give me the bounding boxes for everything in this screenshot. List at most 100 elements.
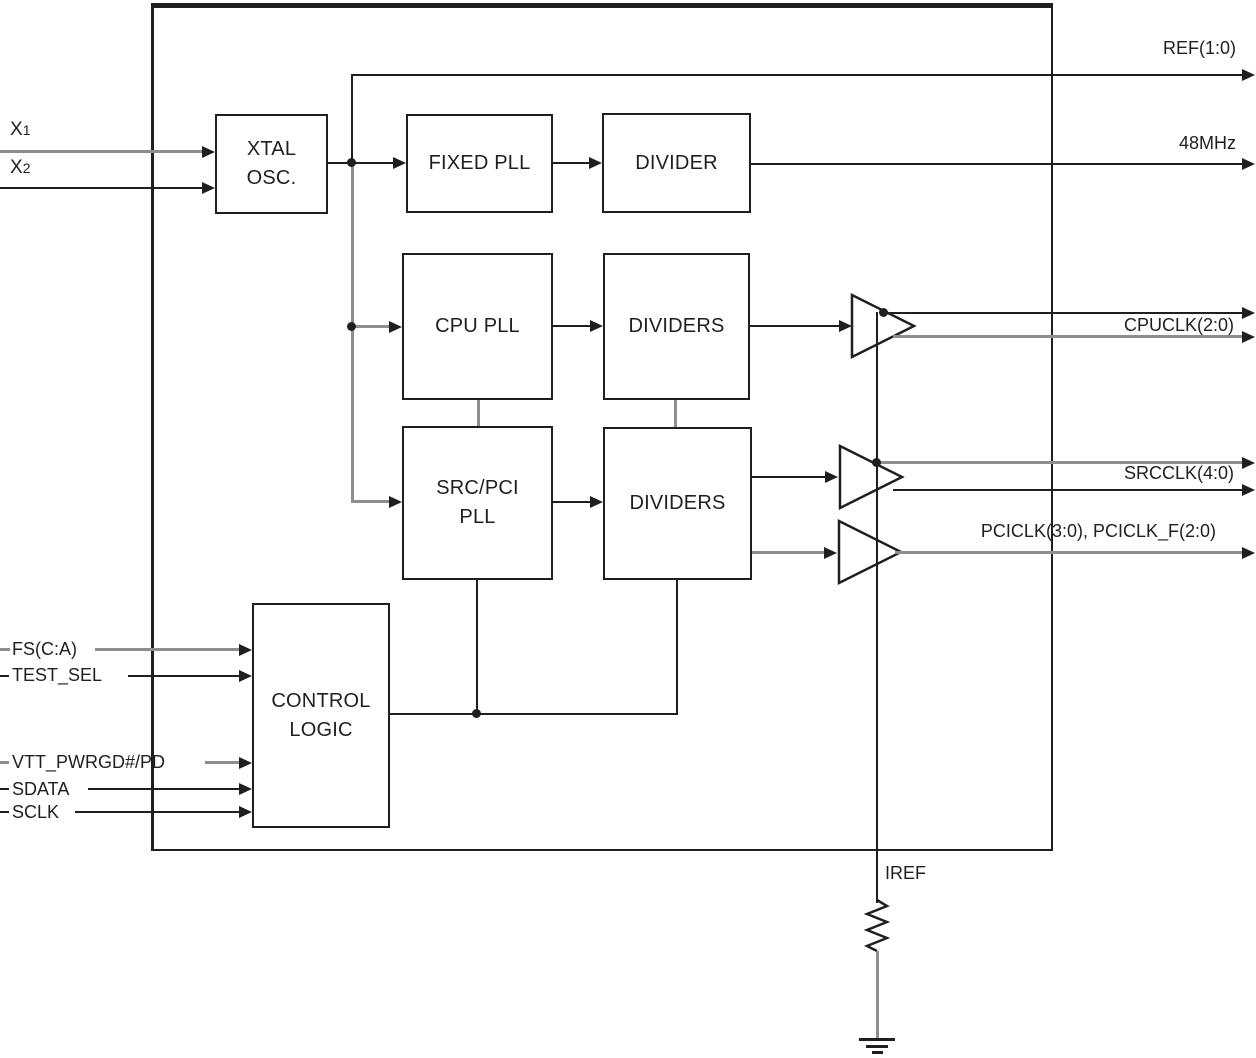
arrowhead-x2 [202, 182, 215, 194]
block-cpu-dividers-label: DIVIDERS [628, 315, 725, 337]
arrowhead-testsel [239, 670, 252, 682]
wire-48mhz [751, 163, 1242, 165]
arrowhead-srcpll-in [389, 496, 402, 508]
arrowhead-fixed-pll-in [393, 157, 406, 169]
arrowhead-sdata [239, 783, 252, 795]
arrowhead-ref [1242, 69, 1255, 81]
arrowhead-x1 [202, 146, 215, 158]
block-cpu-pll-label: CPU PLL [435, 315, 520, 337]
cpu-buffer-icon [850, 292, 917, 360]
arrowhead-cpuclk-lower [1242, 331, 1255, 343]
block-src-pci-pll: SRC/PCI PLL [402, 426, 553, 580]
label-test-sel: TEST_SEL [12, 665, 103, 685]
wire-xtal-out [327, 162, 393, 164]
pci-buffer-icon [837, 518, 904, 586]
arrowhead-srcclk-upper [1242, 457, 1255, 469]
arrowhead-cpuclk-upper [1242, 307, 1255, 319]
arrowhead-pcibuf-in [824, 547, 837, 559]
iref-resistor-icon [863, 898, 891, 953]
wire-dividers-cpubuf [750, 325, 839, 327]
junction-control-out [472, 709, 481, 718]
wire-dividers-srcbuf [752, 476, 825, 478]
arrowhead-fs [239, 644, 252, 656]
block-src-pci-pll-line1: SRC/PCI [436, 477, 519, 499]
arrowhead-divider-in [589, 157, 602, 169]
arrowhead-cpubuf-in [839, 320, 852, 332]
arrowhead-48mhz [1242, 158, 1255, 170]
block-src-dividers: DIVIDERS [603, 427, 752, 580]
block-xtal-osc-line2: OSC. [246, 167, 297, 189]
wire-x1 [0, 150, 202, 153]
wire-pciclk [895, 551, 1242, 554]
block-xtal-osc-line1: XTAL [246, 138, 297, 160]
label-iref: IREF [885, 863, 927, 883]
wire-fs [95, 648, 239, 651]
wire-trunk-cpupll [352, 325, 389, 328]
wire-vtt [205, 761, 239, 764]
label-x1: X1 [10, 119, 31, 140]
label-pciclk: PCICLK(3:0), PCICLK_F(2:0) [980, 521, 1216, 541]
stub-vtt [0, 761, 9, 764]
block-divider-label: DIVIDER [635, 151, 718, 174]
block-xtal-osc: XTAL OSC. [215, 114, 328, 214]
wire-dividers-pcibuf [752, 551, 824, 554]
wire-buffer-chain-iref [876, 312, 878, 903]
arrowhead-src-dividers-in [590, 496, 603, 508]
wire-srcpll-dividers [553, 501, 590, 503]
conn-control-srcpll [476, 579, 478, 715]
arrowhead-srcclk-lower [1242, 484, 1255, 496]
label-sclk: SCLK [12, 802, 60, 822]
conn-control-dividers [676, 579, 678, 715]
arrowhead-pciclk [1242, 547, 1255, 559]
block-divider: DIVIDER [602, 113, 751, 213]
wire-sclk [75, 811, 239, 813]
arrowhead-sclk [239, 806, 252, 818]
wire-control-out [390, 713, 677, 715]
block-control-logic-line1: CONTROL [271, 689, 371, 712]
chip-boundary [151, 3, 1053, 851]
label-cpuclk: CPUCLK(2:0) [1123, 315, 1234, 335]
wire-testsel [128, 675, 239, 677]
arrowhead-srcbuf-in [825, 471, 838, 483]
block-control-logic-line2: LOGIC [289, 718, 353, 741]
conn-dividers-dividers [674, 399, 677, 428]
wire-fixedpll-divider [553, 162, 589, 164]
label-fs: FS(C:A) [12, 639, 77, 659]
wire-resistor-ground [876, 951, 879, 1039]
label-x2: X2 [10, 157, 31, 178]
wire-srcclk-lower [893, 489, 1242, 491]
wire-sdata [88, 788, 239, 790]
label-ref: REF(1:0) [1162, 38, 1236, 58]
block-src-pci-pll-line2: PLL [459, 506, 496, 528]
label-sdata: SDATA [12, 779, 70, 799]
junction-xtal-trunk [347, 158, 356, 167]
ground-bar-2 [866, 1045, 888, 1048]
junction-srcbuf-out [872, 458, 881, 467]
src-buffer-icon [838, 443, 905, 511]
block-fixed-pll: FIXED PLL [406, 114, 553, 213]
wire-trunk-srcpll [352, 500, 389, 503]
stub-sclk [0, 811, 9, 813]
conn-cpupll-srcpll [477, 399, 480, 427]
block-cpu-pll: CPU PLL [402, 253, 553, 400]
trunk-lower [351, 163, 354, 503]
block-fixed-pll-label: FIXED PLL [428, 152, 531, 174]
ground-bar-3 [872, 1051, 883, 1054]
wire-cpuclk-upper [884, 312, 1242, 314]
ground-bar-1 [859, 1038, 895, 1041]
wire-cpupll-dividers [553, 325, 590, 327]
label-48mhz: 48MHz [1178, 133, 1236, 153]
label-vtt-pwrgd-pd: VTT_PWRGD#/PD [12, 752, 166, 772]
wire-srcclk-upper [872, 461, 1242, 464]
block-cpu-dividers: DIVIDERS [603, 253, 750, 400]
label-srcclk: SRCCLK(4:0) [1123, 463, 1234, 483]
wire-x2 [0, 187, 202, 189]
trunk-upper [351, 74, 353, 164]
wire-cpuclk-lower [893, 335, 1242, 338]
block-src-dividers-label: DIVIDERS [629, 492, 726, 514]
junction-trunk-cpupll [347, 322, 356, 331]
stub-testsel [0, 675, 9, 677]
arrowhead-vtt [239, 757, 252, 769]
block-control-logic: CONTROL LOGIC [252, 603, 390, 828]
stub-fs [0, 648, 10, 651]
